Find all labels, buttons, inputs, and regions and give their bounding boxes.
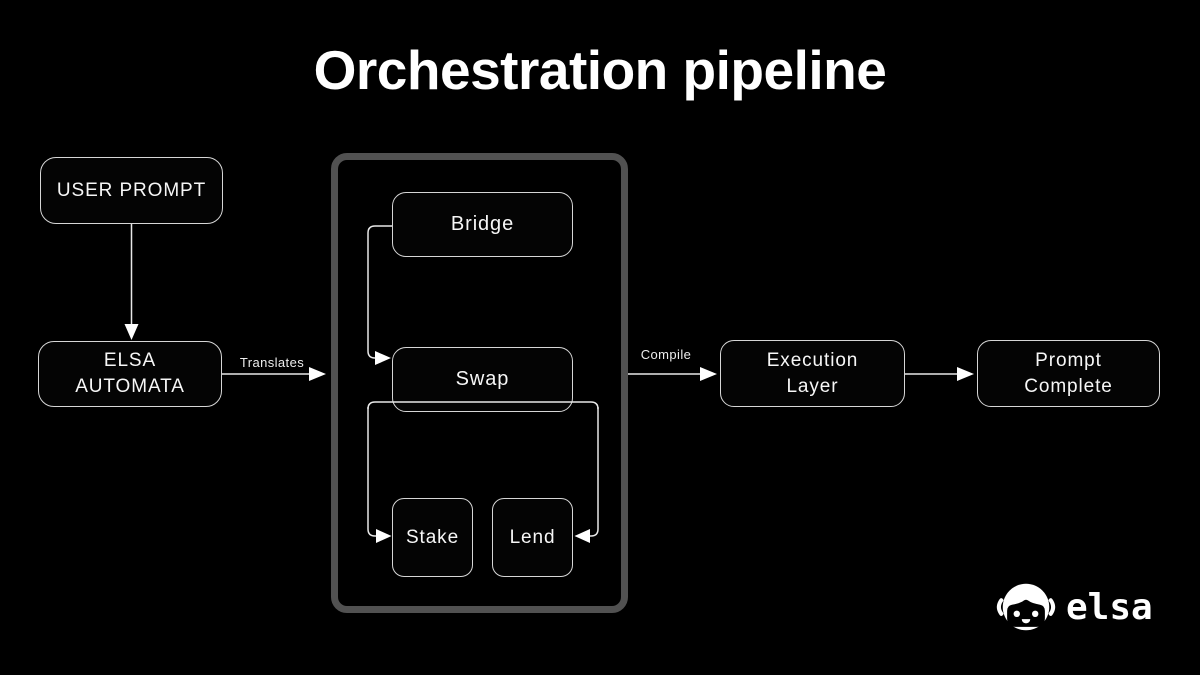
edge-execution-layer-to-prompt-complete [905, 367, 974, 381]
elsa-wordmark: elsa [1066, 587, 1153, 628]
node-prompt-complete: Prompt Complete [977, 340, 1160, 407]
node-bridge: Bridge [392, 192, 573, 257]
node-lend: Lend [492, 498, 573, 577]
node-swap-label: Swap [455, 368, 510, 390]
node-user-prompt: USER PROMPT [40, 157, 223, 224]
page-title: Orchestration pipeline [313, 39, 887, 101]
node-stake: Stake [392, 498, 473, 577]
arrowhead-right-icon [700, 367, 717, 381]
node-execution-layer: Execution Layer [720, 340, 905, 407]
node-elsa-automata: ELSA AUTOMATA [38, 341, 222, 407]
node-prompt-complete-label: Prompt Complete [1024, 349, 1113, 397]
node-stake-label: Stake [405, 526, 460, 548]
action-group-container [331, 153, 628, 613]
edge-group-to-execution-layer [628, 367, 717, 381]
edge-label-compile: Compile [640, 347, 692, 362]
elsa-logo: elsa [995, 577, 1153, 639]
edge-label-translates: Translates [239, 355, 305, 370]
arrowhead-right-icon [957, 367, 974, 381]
node-swap: Swap [392, 347, 573, 412]
node-lend-label: Lend [509, 526, 556, 548]
elsa-robot-icon [996, 583, 1056, 631]
node-bridge-label: Bridge [450, 213, 515, 235]
arrowhead-down-icon [124, 324, 139, 340]
node-user-prompt-label: USER PROMPT [56, 179, 207, 201]
node-execution-layer-label: Execution Layer [766, 349, 859, 397]
node-elsa-automata-label: ELSA AUTOMATA [75, 350, 185, 397]
edge-user-prompt-to-elsa-automata [124, 224, 139, 340]
